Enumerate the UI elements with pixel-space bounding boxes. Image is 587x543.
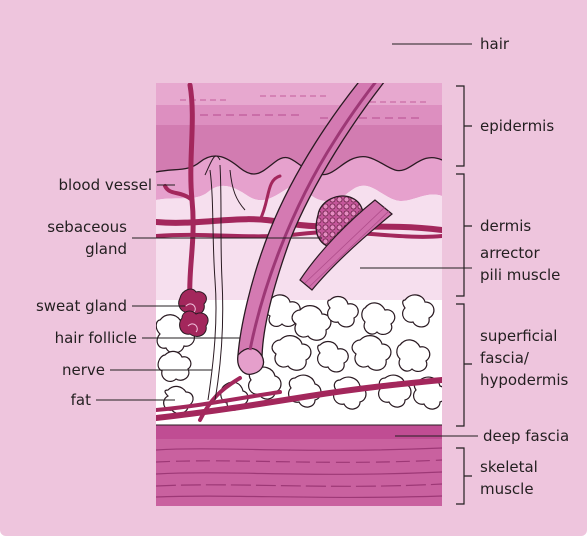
label-arrector-line2: pili muscle: [480, 266, 561, 284]
label-skeletal-line1: skeletal: [480, 458, 538, 476]
label-nerve: nerve: [61, 361, 105, 379]
label-sebaceous-line2: gland: [85, 240, 127, 258]
label-deep-fascia: deep fascia: [483, 427, 570, 445]
nerve-fibers: [204, 155, 246, 401]
epidermis-layer: [156, 83, 442, 202]
skeletal-muscle-layer: [156, 439, 442, 506]
label-superficial-line3: hypodermis: [480, 371, 569, 389]
hair-follicle-shape: [237, 83, 385, 375]
label-dermis: dermis: [480, 217, 532, 235]
blood-vessels: [156, 83, 442, 422]
deep-fascia-layer: [156, 425, 442, 439]
label-blood-vessel: blood vessel: [58, 176, 152, 194]
label-epidermis: epidermis: [480, 117, 555, 135]
layer-brackets: [456, 85, 472, 505]
label-hair-follicle: hair follicle: [54, 329, 137, 347]
sweat-gland-coil: [178, 288, 209, 337]
label-superficial-line2: fascia/: [480, 349, 529, 367]
label-fat: fat: [70, 391, 91, 409]
label-arrector-line1: arrector: [480, 244, 540, 262]
label-sebaceous-line1: sebaceous: [47, 218, 127, 236]
label-superficial-line1: superficial: [480, 327, 558, 345]
fat-cells: [156, 294, 442, 415]
tissue-block: [156, 83, 442, 506]
leader-lines: [96, 43, 478, 437]
label-hair: hair: [480, 35, 510, 53]
label-sweat-gland: sweat gland: [35, 297, 127, 315]
label-skeletal-line2: muscle: [480, 480, 534, 498]
